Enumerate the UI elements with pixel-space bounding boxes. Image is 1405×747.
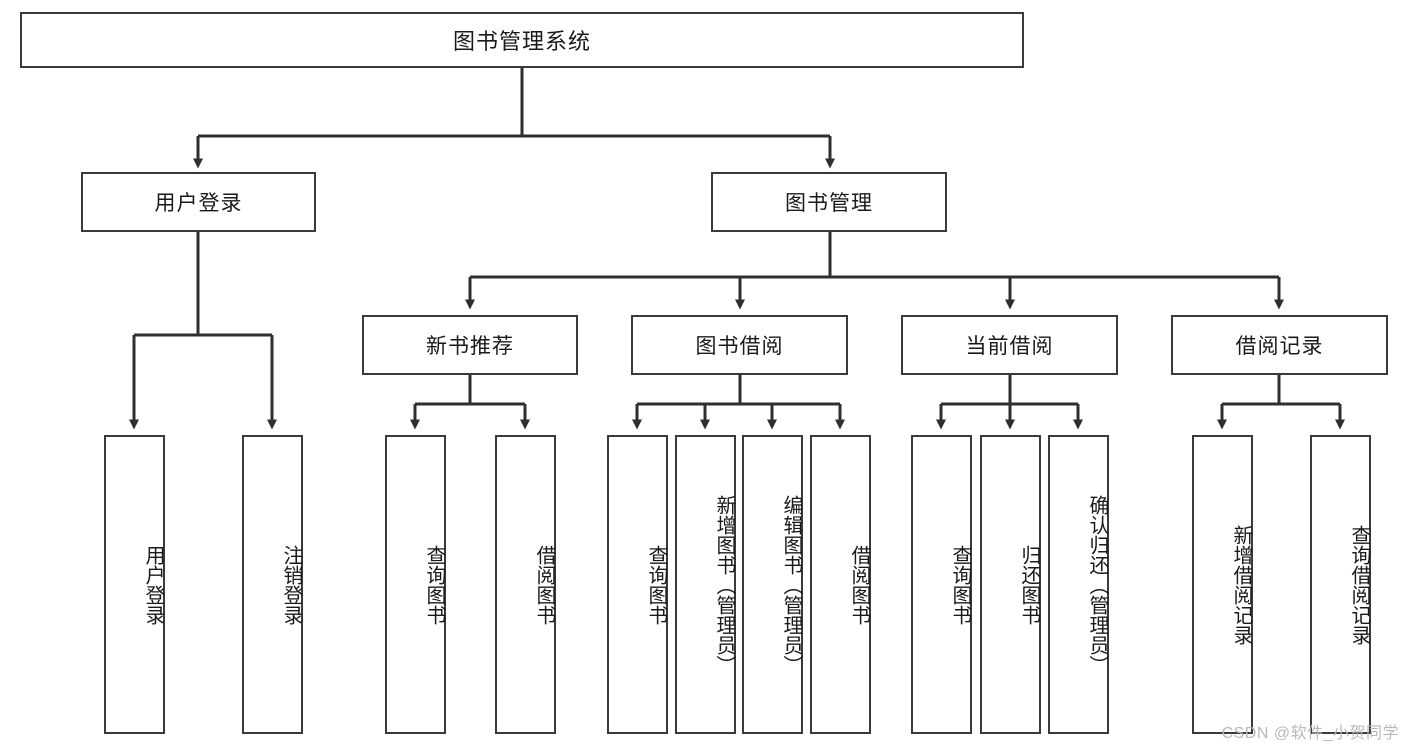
node-book-borrow[interactable]: 图书借阅 <box>631 315 848 375</box>
node-leaf-borrow-book-2[interactable]: 借阅图书 <box>810 435 871 734</box>
node-leaf-confirm-return[interactable]: 确认归还（管理员） <box>1048 435 1109 734</box>
leaf-label: 新增图书（管理员） <box>713 494 735 675</box>
node-leaf-add-book[interactable]: 新增图书（管理员） <box>675 435 736 734</box>
node-leaf-query-record[interactable]: 查询借阅记录 <box>1310 435 1371 734</box>
node-leaf-return-book[interactable]: 归还图书 <box>980 435 1041 734</box>
leaf-label: 注销登录 <box>280 544 302 625</box>
leaf-label: 查询图书 <box>423 544 445 625</box>
leaf-label: 用户登录 <box>142 544 164 625</box>
node-leaf-query-book-2[interactable]: 查询图书 <box>607 435 668 734</box>
node-leaf-query-book-1[interactable]: 查询图书 <box>385 435 446 734</box>
leaf-label: 查询图书 <box>949 544 971 625</box>
node-book-management[interactable]: 图书管理 <box>711 172 947 232</box>
leaf-label: 查询图书 <box>645 544 667 625</box>
node-leaf-user-login[interactable]: 用户登录 <box>104 435 165 734</box>
node-borrow-record[interactable]: 借阅记录 <box>1171 315 1388 375</box>
leaf-label: 新增借阅记录 <box>1230 524 1252 645</box>
node-leaf-edit-book[interactable]: 编辑图书（管理员） <box>742 435 803 734</box>
node-new-book-recommend[interactable]: 新书推荐 <box>362 315 578 375</box>
leaf-label: 编辑图书（管理员） <box>780 494 802 675</box>
leaf-label: 借阅图书 <box>533 544 555 625</box>
leaf-label: 查询借阅记录 <box>1348 524 1370 645</box>
node-root-title[interactable]: 图书管理系统 <box>20 12 1024 68</box>
leaf-label: 借阅图书 <box>848 544 870 625</box>
leaf-label: 确认归还（管理员） <box>1086 494 1108 675</box>
node-leaf-query-book-3[interactable]: 查询图书 <box>911 435 972 734</box>
node-user-login[interactable]: 用户登录 <box>81 172 316 232</box>
node-leaf-borrow-book-1[interactable]: 借阅图书 <box>495 435 556 734</box>
node-current-borrow[interactable]: 当前借阅 <box>901 315 1118 375</box>
node-leaf-add-record[interactable]: 新增借阅记录 <box>1192 435 1253 734</box>
node-leaf-logout-login[interactable]: 注销登录 <box>242 435 303 734</box>
leaf-label: 归还图书 <box>1018 544 1040 625</box>
